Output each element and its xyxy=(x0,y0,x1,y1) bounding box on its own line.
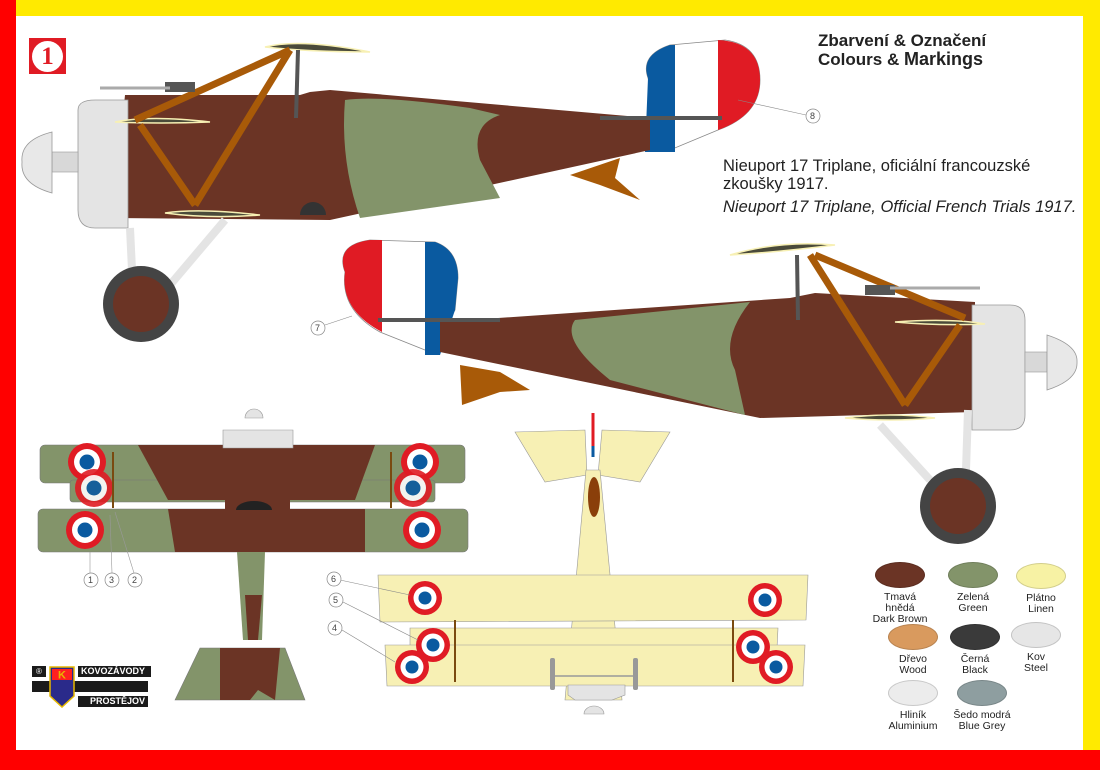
callout-5: 5 xyxy=(333,595,338,605)
logo-brand-bottom: PROSTĚJOV xyxy=(78,696,148,707)
callout-6: 6 xyxy=(331,574,336,584)
description-english: Nieuport 17 Triplane, Official French Tr… xyxy=(723,198,1077,216)
bottom-view-linen: 6 5 4 xyxy=(326,413,809,715)
svg-text:K: K xyxy=(58,670,66,682)
swatch-chip xyxy=(957,680,1007,706)
colours-markings-title: Zbarvení & Označení Colours & Markings xyxy=(818,32,986,69)
top-view-camouflage: 1 3 2 xyxy=(37,408,469,701)
aircraft-drawings: 8 7 xyxy=(21,39,1078,715)
kovozavody-prostejov-logo: ® KOVOZÁVODY PROSTĚJOV K xyxy=(32,666,151,708)
description-czech-line2: zkoušky 1917. xyxy=(723,175,829,193)
sheet-number: 1 xyxy=(41,42,54,70)
profile-right-side-view: 7 xyxy=(310,239,1078,544)
swatch-chip xyxy=(948,562,998,588)
profile-sheet: 8 7 xyxy=(16,16,1083,750)
frame-bottom-red xyxy=(0,750,1100,770)
frame-right-yellow xyxy=(1083,0,1100,750)
sheet-number-badge: 1 xyxy=(29,38,66,74)
swatch-chip xyxy=(1011,622,1061,648)
swatch-chip xyxy=(888,624,938,650)
logo-brand-top: KOVOZÁVODY xyxy=(78,666,151,677)
callout-2: 2 xyxy=(132,575,137,585)
callout-8: 8 xyxy=(810,111,815,121)
title-english: Colours & Markings xyxy=(818,49,983,69)
frame-left-red xyxy=(0,0,16,770)
profile-left-side-view: 8 xyxy=(21,39,821,342)
callout-1: 1 xyxy=(88,575,93,585)
aircraft-description: Nieuport 17 Triplane, oficiální francouz… xyxy=(723,157,1076,216)
callout-7: 7 xyxy=(315,323,320,333)
logo-shield-icon: K xyxy=(49,666,75,708)
callout-4: 4 xyxy=(332,623,337,633)
title-czech: Zbarvení & Označení xyxy=(818,31,987,50)
swatch-chip xyxy=(875,562,925,588)
frame-top-yellow xyxy=(16,0,1100,16)
registered-mark: ® xyxy=(32,666,46,677)
logo-middle-bar xyxy=(32,681,148,692)
swatch-chip xyxy=(1016,563,1066,589)
description-czech-line1: Nieuport 17 Triplane, oficiální francouz… xyxy=(723,157,1031,175)
callout-3: 3 xyxy=(109,575,114,585)
swatch-chip xyxy=(888,680,938,706)
swatch-chip xyxy=(950,624,1000,650)
